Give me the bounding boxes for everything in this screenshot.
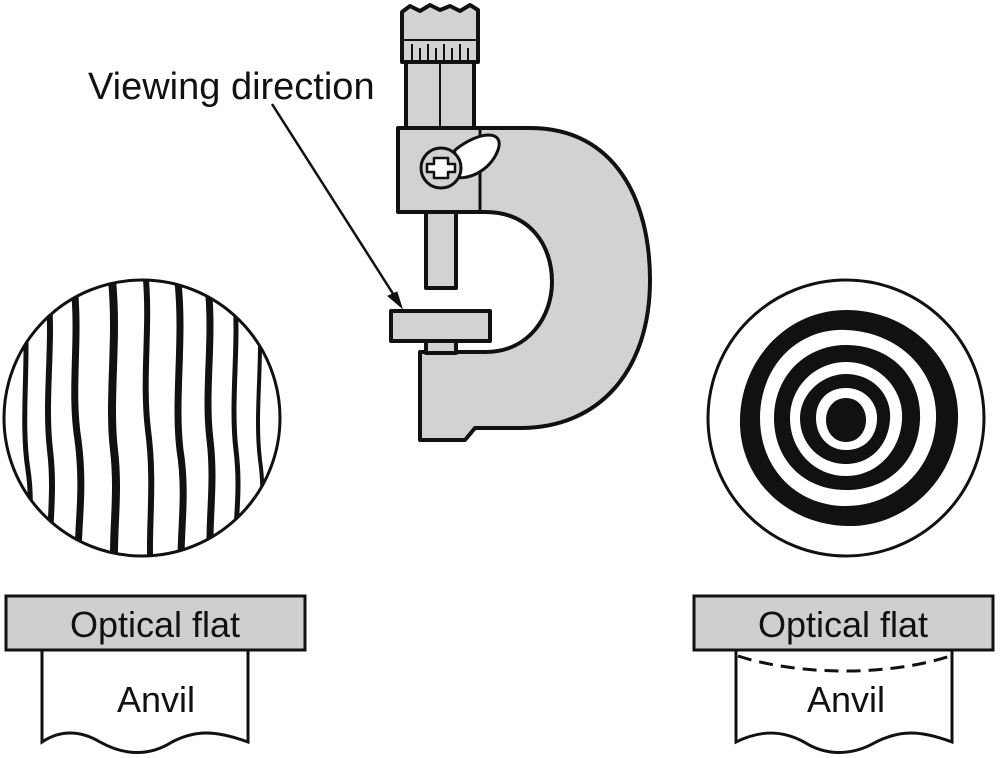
right-optical-flat xyxy=(692,594,995,652)
left-optical-flat-label: Optical flat xyxy=(70,604,240,645)
test-piece xyxy=(389,309,492,343)
micrometer-frame xyxy=(396,126,652,442)
viewing-direction-arrow xyxy=(270,103,403,310)
right-flat-assembly xyxy=(692,594,995,754)
left-optical-flat xyxy=(4,594,307,652)
right-anvil-convex-outline xyxy=(737,654,951,673)
viewing-direction-label: Viewing direction xyxy=(88,66,375,108)
micrometer-spindle xyxy=(424,210,458,290)
right-optical-flat-label: Optical flat xyxy=(758,604,928,645)
thimble-graduations xyxy=(402,39,478,62)
left-anvil-label: Anvil xyxy=(117,679,195,720)
left-flat-assembly xyxy=(4,594,307,754)
micrometer-thimble xyxy=(400,3,480,64)
micrometer xyxy=(389,3,652,442)
lock-nut-icon xyxy=(419,133,501,190)
right-anvil xyxy=(734,648,954,754)
concentric-fringe-pattern xyxy=(706,278,986,558)
micrometer-anvil xyxy=(424,339,458,355)
right-anvil-label: Anvil xyxy=(807,679,885,720)
straight-fringe-pattern xyxy=(2,278,282,558)
